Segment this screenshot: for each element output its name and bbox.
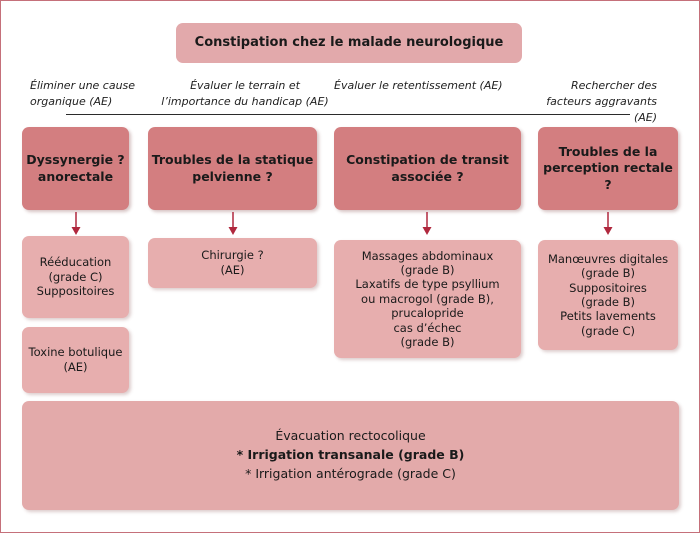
objective-aggravating-factors: Rechercher des facteurs aggravants (AE): [546, 79, 657, 124]
diagram-title: Constipation chez le malade neurologique: [176, 23, 522, 63]
treatment-perception: Manœuvres digitales (grade B) Suppositoi…: [538, 240, 678, 350]
arrow-down-icon: [603, 212, 613, 235]
final-line-irrigation-transanale: * Irrigation transanale (grade B): [236, 447, 465, 463]
arrow-down-icon: [422, 212, 432, 235]
final-line-irrigation-anterograde: * Irrigation antérograde (grade C): [245, 465, 456, 481]
arrow-down-icon: [71, 212, 81, 235]
treatment-chirurgie: Chirurgie ? (AE): [148, 238, 317, 288]
objective-terrain-handicap: Évaluer le terrain et l’importance du ha…: [161, 79, 329, 108]
treatment-transit: Massages abdominaux (grade B) Laxatifs d…: [334, 240, 521, 358]
arrow-down-icon: [228, 212, 238, 235]
objective-retentissement: Évaluer le retentissement (AE): [334, 79, 503, 92]
heading-perception-rectale: Troubles de la perception rectale ?: [538, 127, 678, 210]
heading-statique-pelvienne: Troubles de la statique pelvienne ?: [148, 127, 317, 210]
objective-organic-cause: Éliminer une cause organique (AE): [30, 79, 136, 108]
final-line-evacuation: Évacuation rectocolique: [275, 428, 426, 444]
heading-dyssynergie: Dyssynergie ? anorectale: [22, 127, 129, 210]
divider-line: [66, 114, 630, 115]
treatment-reeducation: Rééducation (grade C) Suppositoires: [22, 236, 129, 318]
final-evacuation-box: Évacuation rectocolique * Irrigation tra…: [22, 401, 679, 510]
treatment-toxine-botulique: Toxine botulique (AE): [22, 327, 129, 393]
heading-transit: Constipation de transit associée ?: [334, 127, 521, 210]
